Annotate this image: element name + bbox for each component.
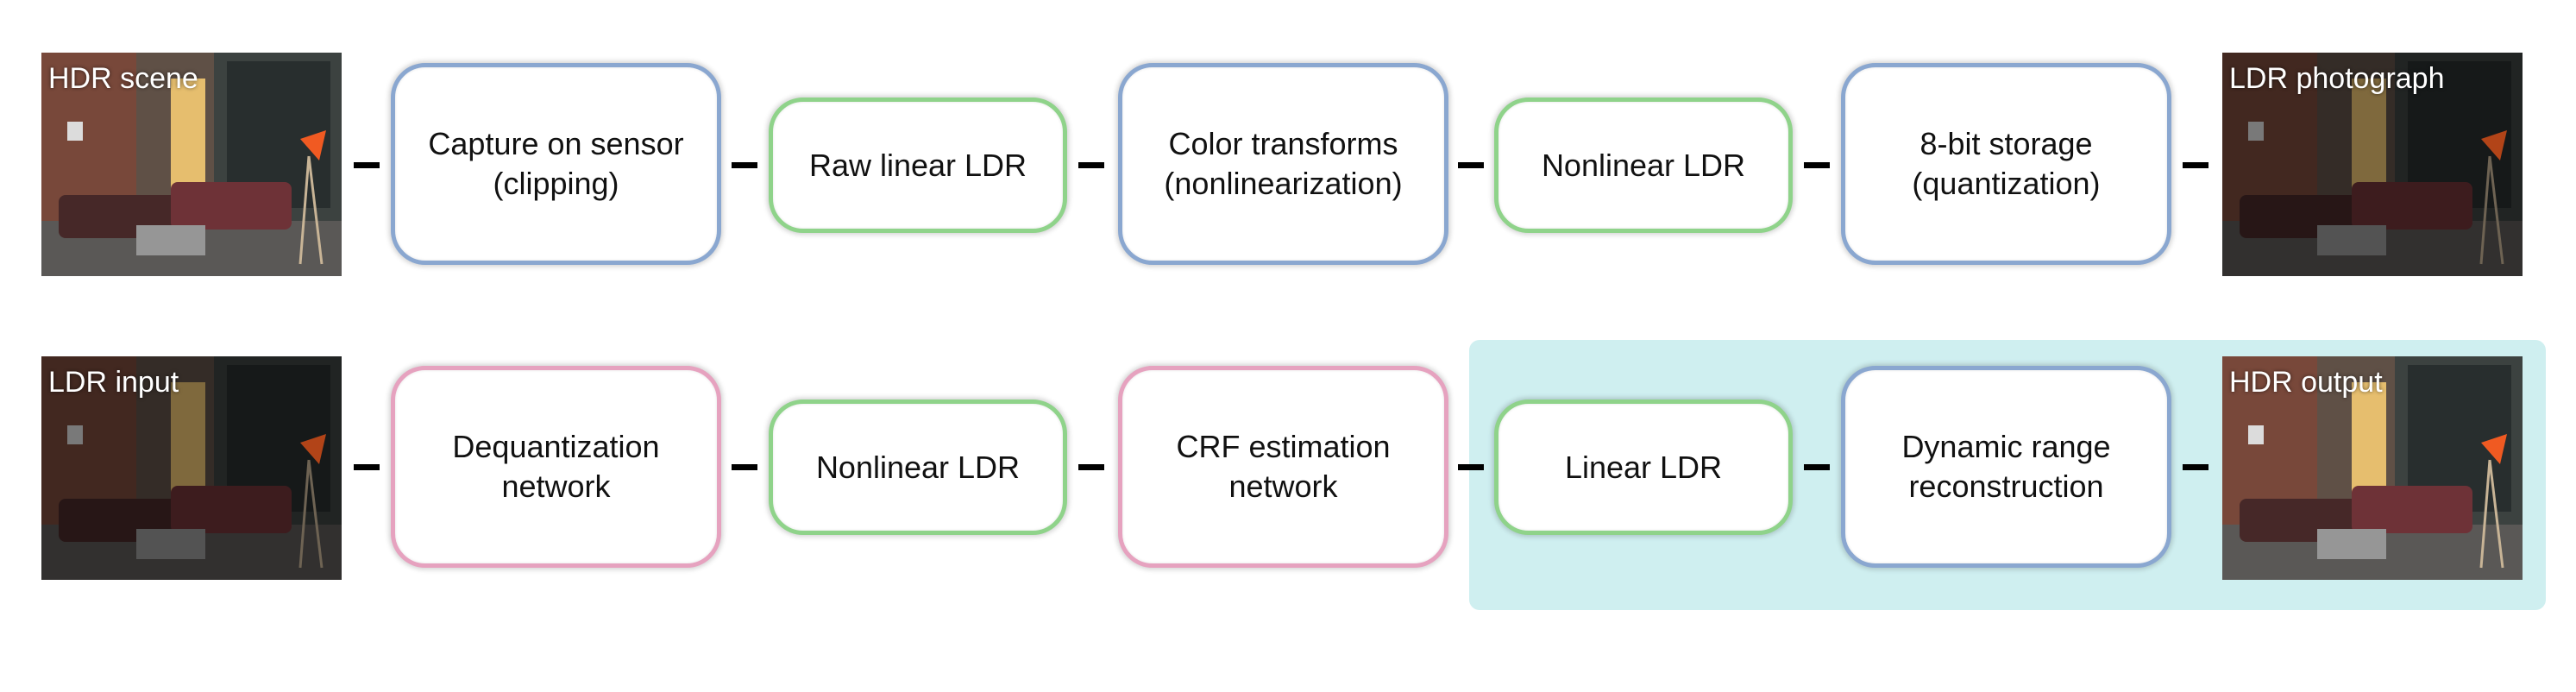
room-scene-shape [300,434,326,464]
connector [1458,162,1484,168]
room-scene-shape [2481,130,2507,160]
room-scene-shape [2488,155,2504,265]
box-8bit-storage: 8-bit storage (quantization) [1841,63,2171,265]
connector [1458,464,1484,470]
room-scene-shape [171,486,292,533]
connector [1078,162,1104,168]
connector [732,162,757,168]
photo-ldr-input: LDR input [41,356,342,580]
box-label: Capture on sensor (clipping) [428,126,684,201]
room-scene-shape [2352,486,2472,533]
box-label: Color transforms (nonlinearization) [1164,126,1403,201]
box-label: Linear LDR [1564,449,1723,485]
room-scene-shape [2479,155,2491,265]
connector [2183,464,2208,470]
box-label: Raw linear LDR [808,147,1027,183]
connector [354,464,380,470]
box-label: CRF estimation network [1176,429,1391,504]
box-capture-on-sensor: Capture on sensor (clipping) [391,63,721,265]
photo-hdr-scene: HDR scene [41,53,342,276]
photo-label: HDR output [2229,366,2383,399]
photo-label: LDR input [48,366,179,399]
room-scene-shape [2248,425,2264,444]
room-scene-shape [171,182,292,230]
room-image [2222,356,2523,580]
photo-label: HDR scene [48,62,198,95]
box-nonlinear-ldr-2: Nonlinear LDR [769,399,1067,535]
room-image [2222,53,2523,276]
box-label: 8-bit storage (quantization) [1912,126,2101,201]
connector [354,162,380,168]
room-scene-shape [298,459,311,569]
room-scene-shape [67,122,83,141]
room-scene-shape [2248,122,2264,141]
connector [1804,464,1830,470]
room-scene-shape [2317,225,2386,255]
room-scene-shape [298,155,311,265]
room-scene-shape [2488,459,2504,569]
room-image [41,356,342,580]
box-label: Dequantization network [452,429,660,504]
room-scene-shape [300,130,326,160]
photo-ldr-photograph: LDR photograph [2222,53,2523,276]
connector [2183,162,2208,168]
room-scene-shape [2481,434,2507,464]
room-scene-shape [307,155,324,265]
connector [1078,464,1104,470]
room-image [41,53,342,276]
box-color-transforms: Color transforms (nonlinearization) [1118,63,1448,265]
box-linear-ldr: Linear LDR [1494,399,1793,535]
box-dynamic-range-reconstruction: Dynamic range reconstruction [1841,366,2171,568]
box-label: Nonlinear LDR [815,449,1021,485]
box-dequantization-network: Dequantization network [391,366,721,568]
box-label: Nonlinear LDR [1541,147,1746,183]
connector [732,464,757,470]
connector [1804,162,1830,168]
room-scene-shape [136,529,205,559]
room-scene-shape [2479,459,2491,569]
box-nonlinear-ldr: Nonlinear LDR [1494,98,1793,233]
room-scene-shape [136,225,205,255]
box-label: Dynamic range reconstruction [1901,429,2111,504]
photo-hdr-output: HDR output [2222,356,2523,580]
room-scene-shape [67,425,83,444]
box-raw-linear-ldr: Raw linear LDR [769,98,1067,233]
room-scene-shape [307,459,324,569]
box-crf-estimation-network: CRF estimation network [1118,366,1448,568]
photo-label: LDR photograph [2229,62,2445,95]
room-scene-shape [2317,529,2386,559]
room-scene-shape [2352,182,2472,230]
